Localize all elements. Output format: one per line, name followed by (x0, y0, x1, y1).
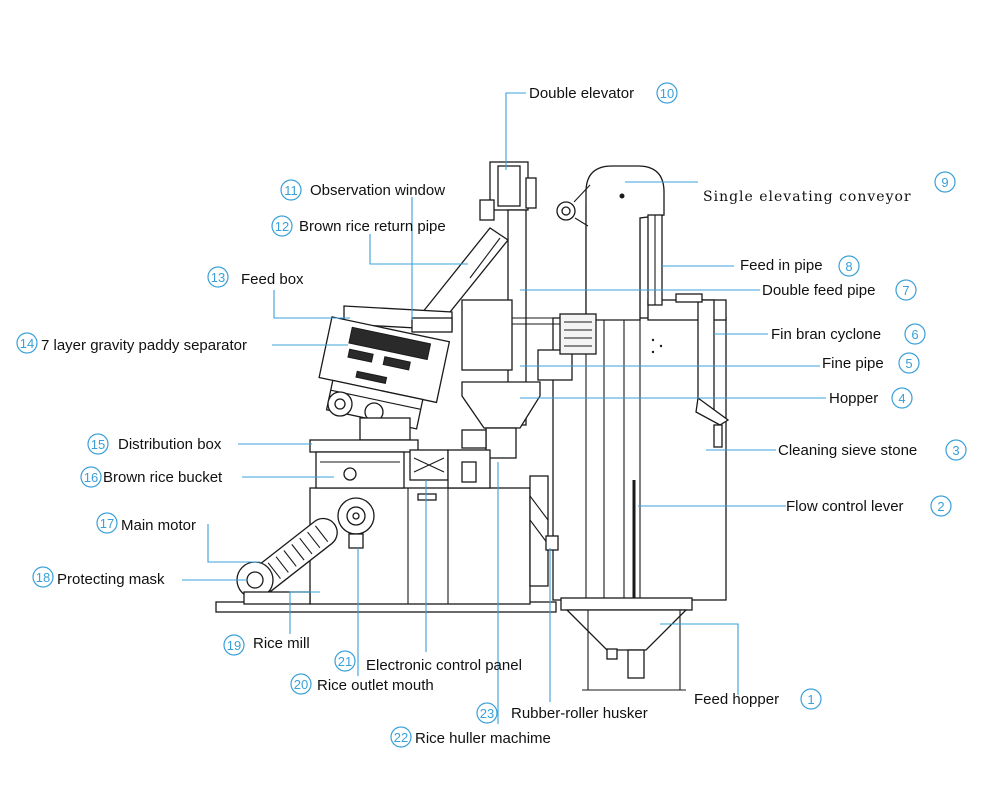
badge-8 (838, 255, 860, 277)
badge-4 (891, 387, 913, 409)
feed-hopper-rim (560, 597, 693, 611)
svg-text:17: 17 (100, 516, 114, 531)
svg-text:3: 3 (952, 443, 959, 458)
badge-18 (32, 566, 54, 588)
label-4: Hopper (829, 390, 878, 407)
label-1: Feed hopper (694, 691, 779, 708)
svg-text:14: 14 (20, 336, 34, 351)
badge-15 (87, 433, 109, 455)
bran-fan (559, 313, 597, 355)
badge-22 (390, 726, 412, 748)
fin-bran-cyclone-pipe (697, 299, 715, 411)
cyclone-cap (675, 293, 703, 303)
leader-lines (182, 92, 826, 724)
svg-text:8: 8 (845, 259, 852, 274)
badge-16 (80, 466, 102, 488)
single-elevating-conveyor-head (585, 165, 665, 321)
svg-text:23: 23 (480, 706, 494, 721)
label-21: Electronic control panel (366, 657, 522, 674)
svg-text:15: 15 (91, 437, 105, 452)
svg-text:2: 2 (937, 499, 944, 514)
side-latch (713, 424, 723, 448)
svg-text:4: 4 (898, 391, 905, 406)
label-20: Rice outlet mouth (317, 677, 434, 694)
label-7: Double feed pipe (762, 282, 875, 299)
label-16: Brown rice bucket (103, 469, 223, 486)
label-10: Double elevator (529, 85, 634, 102)
label-3: Cleaning sieve stone (778, 442, 917, 459)
label-6: Fin bran cyclone (771, 326, 881, 343)
svg-text:11: 11 (284, 183, 298, 198)
svg-text:9: 9 (941, 175, 948, 190)
svg-text:1: 1 (807, 692, 814, 707)
badge-6 (904, 323, 926, 345)
svg-text:6: 6 (911, 327, 918, 342)
svg-text:16: 16 (84, 470, 98, 485)
badge-1 (800, 688, 822, 710)
badge-7 (895, 279, 917, 301)
svg-text:12: 12 (275, 219, 289, 234)
rice-mill-machine-drawing (215, 161, 730, 691)
svg-text:18: 18 (36, 570, 50, 585)
label-14: 7 layer gravity paddy separator (41, 337, 247, 354)
feed-hopper-spout (627, 649, 645, 679)
svg-text:10: 10 (660, 86, 674, 101)
fine-pipe-box (537, 349, 573, 381)
distribution-column (461, 299, 513, 371)
svg-text:21: 21 (338, 654, 352, 669)
label-15: Distribution box (118, 436, 222, 453)
svg-text:19: 19 (227, 638, 241, 653)
badge-2 (930, 495, 952, 517)
svg-text:5: 5 (905, 356, 912, 371)
label-18: Protecting mask (57, 571, 165, 588)
badge-9 (934, 171, 956, 193)
label-2: Flow control lever (786, 498, 904, 515)
distribution-box (309, 439, 419, 453)
component-labels: Feed hopper 1 Flow control lever 2 Clean… (16, 82, 967, 748)
badge-14 (16, 332, 38, 354)
label-19: Rice mill (253, 635, 310, 652)
label-12: Brown rice return pipe (299, 218, 446, 235)
badge-19 (223, 634, 245, 656)
feed-hopper-cone (565, 609, 688, 651)
hopper (461, 381, 541, 429)
badge-17 (96, 512, 118, 534)
label-13: Feed box (241, 271, 304, 288)
badge-20 (290, 673, 312, 695)
brown-rice-bucket (315, 451, 405, 489)
label-17: Main motor (121, 517, 196, 534)
label-8: Feed in pipe (740, 257, 823, 274)
svg-text:13: 13 (211, 270, 225, 285)
badge-21 (334, 650, 356, 672)
label-9: Single elevating conveyor (703, 189, 912, 205)
svg-text:20: 20 (294, 677, 308, 692)
badge-10 (656, 82, 678, 104)
label-5: Fine pipe (822, 355, 884, 372)
label-11: Observation window (310, 182, 445, 199)
badge-13 (207, 266, 229, 288)
label-23: Rubber-roller husker (511, 705, 648, 722)
badge-5 (898, 352, 920, 374)
svg-text:7: 7 (902, 283, 909, 298)
badge-23 (476, 702, 498, 724)
hopper-latch (606, 648, 618, 660)
badge-12 (271, 215, 293, 237)
badge-11 (280, 179, 302, 201)
svg-text:22: 22 (394, 730, 408, 745)
badge-3 (945, 439, 967, 461)
label-22: Rice huller machime (415, 730, 551, 747)
main-motor (243, 591, 311, 605)
